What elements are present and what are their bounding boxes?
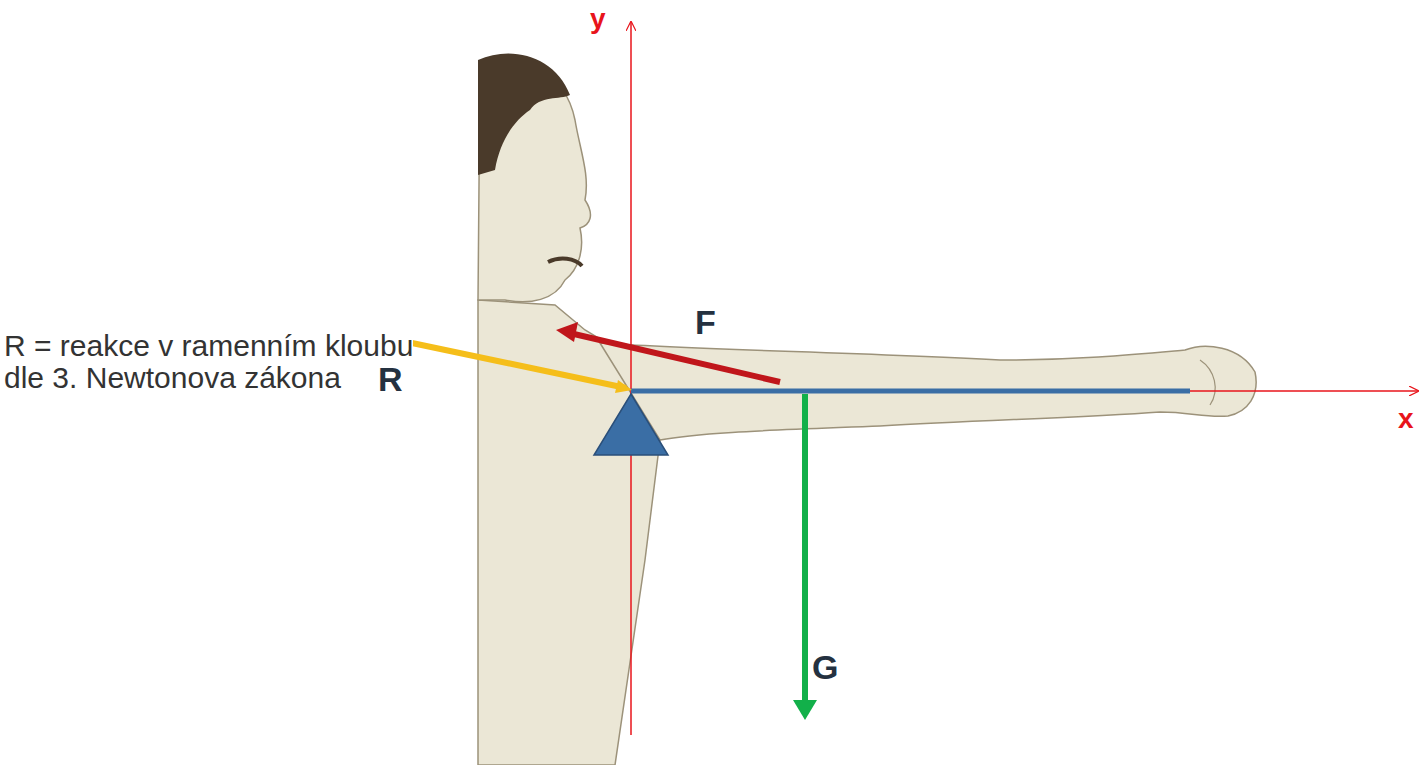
annotation: R = reakce v ramenním kloubu dle 3. Newt… xyxy=(4,329,413,394)
support-triangle xyxy=(594,394,668,455)
force-label-box: R xyxy=(378,362,403,398)
axis-label-box: x xyxy=(1398,404,1414,433)
axis-label-box: y xyxy=(590,4,606,33)
axis-label: x xyxy=(1398,404,1414,433)
reaction-arrow xyxy=(412,343,626,388)
force-label-box: F xyxy=(695,305,716,341)
axis-label: y xyxy=(590,4,606,33)
force-label: R xyxy=(378,362,403,398)
y-axis xyxy=(630,22,632,735)
moustache xyxy=(548,259,582,266)
x-axis xyxy=(631,390,1418,392)
lever-beam xyxy=(631,389,1190,394)
weight-head xyxy=(793,700,817,720)
weight-arrow xyxy=(802,394,808,702)
force-head xyxy=(556,322,578,342)
reaction-head xyxy=(615,380,632,393)
arm xyxy=(600,343,1256,440)
annotation-box: R = reakce v ramenním kloubu dle 3. Newt… xyxy=(4,330,414,393)
force-label: F xyxy=(695,305,716,341)
force-label-box: G xyxy=(812,650,838,686)
force-arrow xyxy=(574,334,780,382)
fist-line xyxy=(1200,360,1215,405)
force-label: G xyxy=(812,650,838,686)
hair xyxy=(478,53,570,175)
